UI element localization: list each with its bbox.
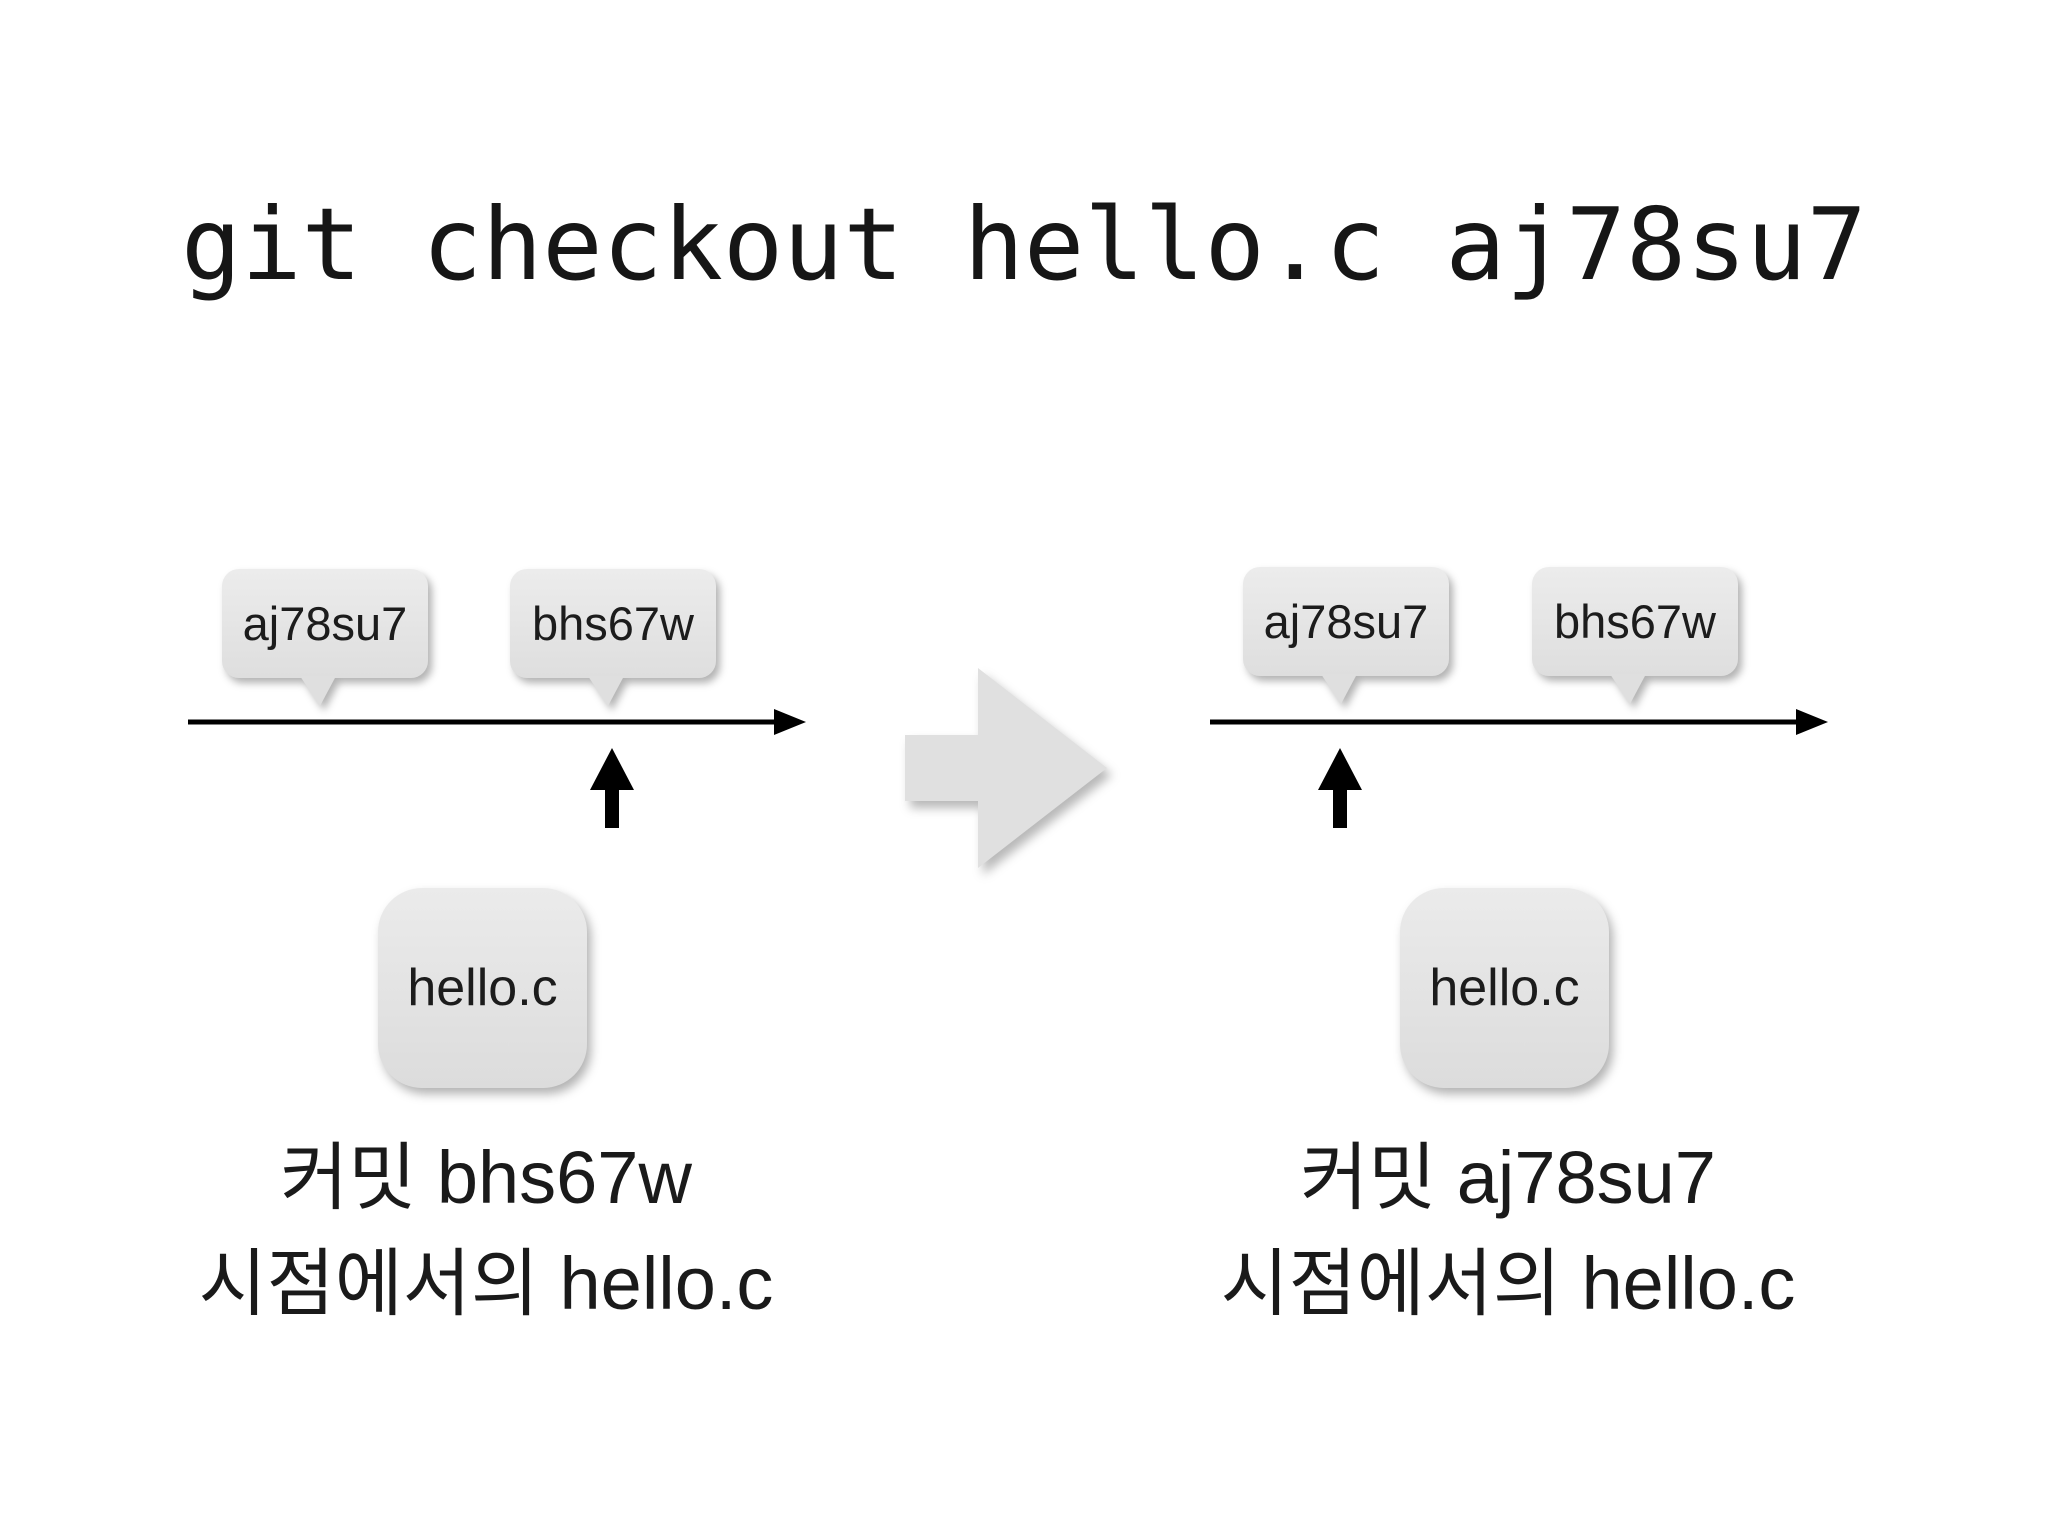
commit-label: aj78su7	[242, 597, 408, 650]
head-position-arrow-icon	[590, 748, 634, 828]
commit-label: aj78su7	[1263, 595, 1429, 648]
slide-title: git checkout hello.c aj78su7	[181, 186, 1867, 303]
file-box: hello.c	[378, 888, 587, 1088]
caption-line: 커밋 bhs67w	[280, 1136, 692, 1219]
commit-bubble: aj78su7	[222, 569, 428, 706]
commit-bubble: aj78su7	[1243, 567, 1449, 704]
caption-line: 시점에서의 hello.c	[1220, 1242, 1796, 1325]
timeline-arrow-icon	[1210, 709, 1828, 735]
commit-label: bhs67w	[1554, 595, 1716, 648]
timeline-arrow-icon	[188, 709, 806, 735]
caption-left: 커밋 bhs67w 시점에서의 hello.c	[86, 1125, 886, 1337]
commit-bubble: bhs67w	[1532, 567, 1738, 704]
file-label: hello.c	[1429, 959, 1580, 1017]
caption-right: 커밋 aj78su7 시점에서의 hello.c	[1108, 1125, 1908, 1337]
commit-bubble: bhs67w	[510, 569, 716, 706]
file-label: hello.c	[407, 959, 558, 1017]
transition-right-arrow-icon	[905, 668, 1107, 868]
head-position-arrow-icon	[1318, 748, 1362, 828]
file-box: hello.c	[1400, 888, 1609, 1088]
commit-label: bhs67w	[532, 597, 694, 650]
caption-line: 커밋 aj78su7	[1300, 1136, 1716, 1219]
caption-line: 시점에서의 hello.c	[198, 1242, 774, 1325]
